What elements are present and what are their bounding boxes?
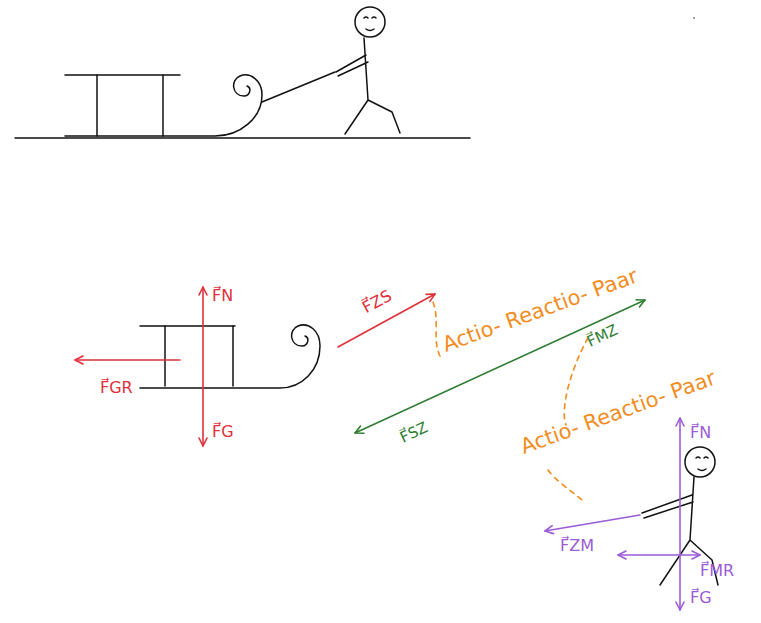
force-label: F⃗SZ [398,420,430,446]
force-label: F⃗N [690,425,711,441]
force-label: F⃗MZ [585,323,620,350]
pair-note: Actio- Reactio- Paar [440,266,641,356]
force-label: F⃗ZS [360,288,394,316]
sled-forces [75,287,435,446]
sled-scene [15,7,470,138]
force-label: F⃗MR [700,563,734,579]
force-label: F⃗GR [100,380,133,396]
force-label: F⃗N [212,288,233,304]
force-label: F⃗ZM [560,538,594,554]
pair-note: Actio- Reactio- Paar [518,368,719,458]
sled [140,325,320,388]
person-forces [545,418,700,610]
force-label: F⃗G [212,424,234,440]
person [642,18,718,585]
force-label: F⃗G [690,590,712,606]
